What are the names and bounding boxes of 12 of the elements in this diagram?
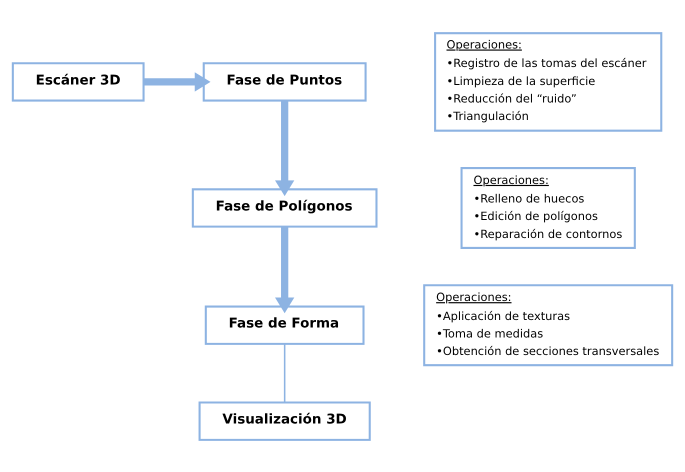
arrow: [275, 226, 294, 313]
node-box: Fase de Forma: [204, 305, 365, 344]
connector: [284, 343, 286, 402]
node-box: Operaciones: •Registro de las tomas del escáner •Limpieza de la superficie •Reducción del “ruido” •Triangulación: [434, 32, 662, 132]
node-box: Operaciones: •Aplicación de texturas •Toma de medidas •Obtención de secciones transversales: [423, 284, 674, 366]
node-box: Fase de Puntos: [202, 62, 367, 102]
node-box: Escáner 3D: [12, 62, 145, 102]
node-box: Visualización 3D: [198, 400, 371, 440]
node-box: Operaciones: •Relleno de huecos •Edición de polígonos •Reparación de contornos: [460, 166, 636, 248]
arrow: [144, 72, 211, 92]
arrow: [275, 100, 294, 196]
node-box: Fase de Polígonos: [192, 188, 378, 228]
